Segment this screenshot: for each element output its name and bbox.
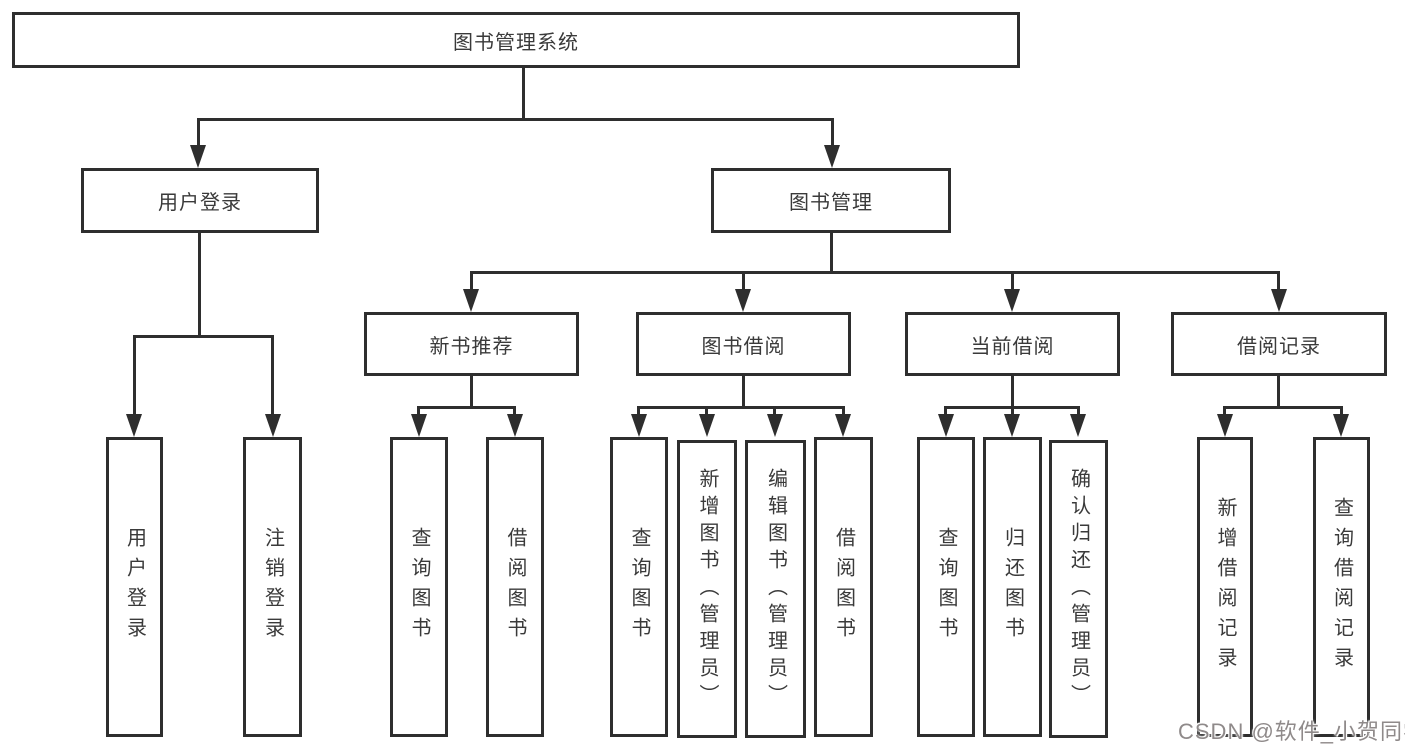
connector-stem xyxy=(1340,406,1343,417)
arrow-down-icon xyxy=(1271,289,1287,312)
connector-stem xyxy=(133,335,136,417)
csdn-watermark: CSDN @软件_小贺同学 xyxy=(1178,719,1405,744)
arrow-down-icon xyxy=(463,289,479,312)
connector-stem xyxy=(944,406,947,417)
leaf-edit-books-admin: 编辑图书（管理员） xyxy=(745,440,806,738)
leaf-label: 注销登录 xyxy=(261,527,284,647)
connector-stem xyxy=(1011,406,1014,417)
connector-stem xyxy=(470,271,473,292)
arrow-down-icon xyxy=(265,414,281,437)
leaf-borrow-books: 借阅图书 xyxy=(486,437,544,737)
leaf-borrow-books: 借阅图书 xyxy=(814,437,873,737)
leaf-label: 查询借阅记录 xyxy=(1330,497,1353,677)
node-label: 图书管理系统 xyxy=(453,31,579,54)
connector-stem xyxy=(705,406,708,417)
node-user-login: 用户登录 xyxy=(81,168,319,233)
leaf-add-borrow-record: 新增借阅记录 xyxy=(1197,437,1253,737)
arrow-down-icon xyxy=(735,289,751,312)
leaf-label: 新增借阅记录 xyxy=(1214,497,1236,677)
connector-stem xyxy=(1077,406,1080,417)
connector-stem xyxy=(1011,271,1014,292)
arrow-down-icon xyxy=(126,414,142,437)
connector-branch xyxy=(1223,406,1343,409)
leaf-query-borrow-record: 查询借阅记录 xyxy=(1313,437,1370,737)
connector-stem xyxy=(271,335,274,417)
connector-stem xyxy=(1277,376,1280,409)
leaf-label: 借阅图书 xyxy=(504,527,526,647)
connector-stem xyxy=(842,406,845,417)
leaf-label: 用户登录 xyxy=(123,527,146,647)
connector-branch xyxy=(133,335,274,338)
arrow-down-icon xyxy=(1004,414,1020,437)
leaf-label: 查询图书 xyxy=(408,527,430,647)
arrow-down-icon xyxy=(1004,289,1020,312)
leaf-label: 归还图书 xyxy=(1001,527,1024,647)
leaf-query-books: 查询图书 xyxy=(917,437,975,737)
connector-stem xyxy=(1277,271,1280,292)
node-book-management: 图书管理 xyxy=(711,168,951,233)
arrow-down-icon xyxy=(824,145,840,168)
arrow-down-icon xyxy=(1070,414,1086,437)
leaf-label: 编辑图书（管理员） xyxy=(764,467,787,711)
node-book-borrow: 图书借阅 xyxy=(636,312,851,376)
connector-stem xyxy=(742,271,745,292)
node-label: 借阅记录 xyxy=(1237,335,1321,358)
node-library-management-system: 图书管理系统 xyxy=(12,12,1020,68)
arrow-down-icon xyxy=(1333,414,1349,437)
connector-stem xyxy=(830,233,833,273)
connector-branch xyxy=(637,406,845,409)
connector-stem xyxy=(1223,406,1226,417)
node-label: 图书管理 xyxy=(789,192,873,214)
connector-stem xyxy=(1011,376,1014,409)
node-label: 当前借阅 xyxy=(970,335,1055,358)
arrow-down-icon xyxy=(190,145,206,168)
arrow-down-icon xyxy=(938,414,954,437)
connector-stem xyxy=(197,118,200,148)
node-new-book-recommend: 新书推荐 xyxy=(364,312,579,376)
node-label: 新书推荐 xyxy=(429,335,514,358)
connector-stem xyxy=(773,406,776,417)
connector-stem xyxy=(198,233,201,337)
arrow-down-icon xyxy=(411,414,427,437)
leaf-query-books: 查询图书 xyxy=(390,437,448,737)
leaf-add-books-admin: 新增图书（管理员） xyxy=(677,440,737,738)
leaf-return-books: 归还图书 xyxy=(983,437,1042,737)
node-label: 图书借阅 xyxy=(701,335,786,358)
node-current-borrow: 当前借阅 xyxy=(905,312,1120,376)
connector-stem xyxy=(470,376,473,409)
connector-stem xyxy=(417,406,420,417)
leaf-label: 查询图书 xyxy=(935,527,957,647)
arrow-down-icon xyxy=(1217,414,1233,437)
connector-stem xyxy=(831,118,834,148)
leaf-logout: 注销登录 xyxy=(243,437,302,737)
connector-branch xyxy=(417,406,516,409)
connector-stem xyxy=(513,406,516,417)
arrow-down-icon xyxy=(835,414,851,437)
leaf-label: 查询图书 xyxy=(628,527,650,647)
arrow-down-icon xyxy=(699,414,715,437)
node-borrow-records: 借阅记录 xyxy=(1171,312,1387,376)
connector-root-branch xyxy=(197,118,834,121)
arrow-down-icon xyxy=(767,414,783,437)
leaf-query-books: 查询图书 xyxy=(610,437,668,737)
connector-root-stem xyxy=(522,67,525,119)
leaf-label: 确认归还（管理员） xyxy=(1067,467,1090,711)
leaf-confirm-return-admin: 确认归还（管理员） xyxy=(1049,440,1108,738)
node-label: 用户登录 xyxy=(158,192,242,214)
arrow-down-icon xyxy=(507,414,523,437)
connector-branch xyxy=(470,271,1280,274)
leaf-user-login: 用户登录 xyxy=(106,437,163,737)
connector-stem xyxy=(742,376,745,409)
leaf-label: 借阅图书 xyxy=(832,527,855,647)
arrow-down-icon xyxy=(631,414,647,437)
connector-stem xyxy=(637,406,640,417)
leaf-label: 新增图书（管理员） xyxy=(696,467,718,711)
